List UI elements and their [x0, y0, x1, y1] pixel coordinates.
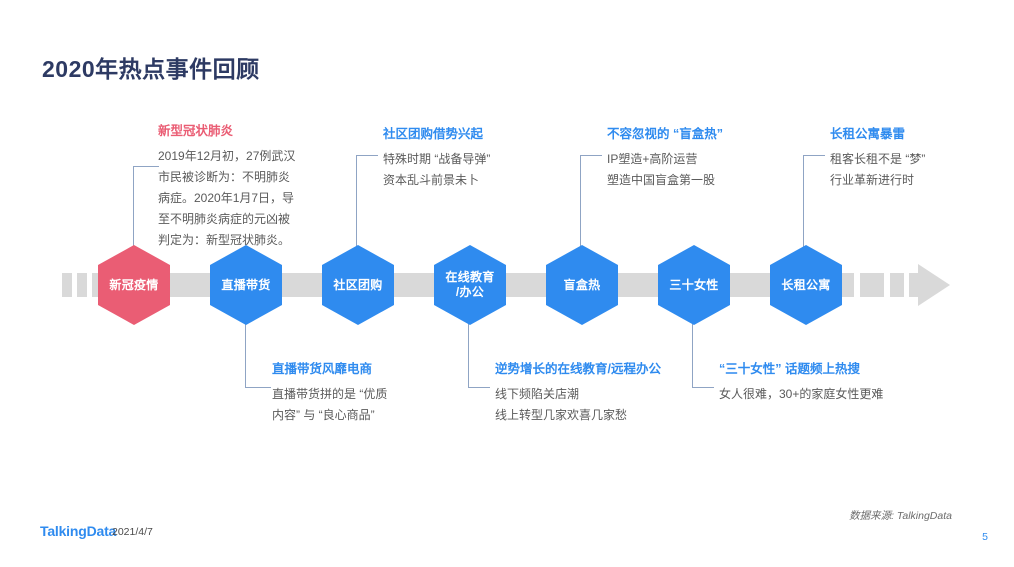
timeline-node-label: 在线教育 /办公 — [445, 270, 495, 299]
timeline-dash-segment — [77, 273, 87, 297]
timeline-node-groupbuy[interactable]: 社区团购 — [322, 245, 394, 325]
annotation-title: 不容忽视的 “盲盒热” — [607, 127, 723, 141]
connector-groupbuy — [356, 155, 378, 254]
page-number: 5 — [982, 531, 988, 543]
connector-education — [468, 320, 490, 388]
timeline-node-label: 直播带货 — [221, 277, 271, 292]
timeline-node-label: 新冠疫情 — [109, 277, 159, 292]
timeline-dash-segment — [860, 273, 884, 297]
annotation-women30: “三十女性” 话题频上热搜 女人很难，30+的家庭女性更难 — [719, 358, 883, 405]
annotation-title: 逆势增长的在线教育/远程办公 — [495, 362, 661, 376]
annotation-line: 直播带货拼的是 “优质 — [272, 387, 388, 401]
footer-date: 2021/4/7 — [112, 526, 153, 538]
page-title: 2020年热点事件回顾 — [42, 56, 260, 82]
timeline-node-covid[interactable]: 新冠疫情 — [98, 245, 170, 325]
annotation-line: IP塑造+高阶运营 — [607, 152, 698, 166]
annotation-line: 女人很难，30+的家庭女性更难 — [719, 387, 884, 401]
annotation-line: 病症。2020年1月7日，导 — [158, 191, 295, 205]
annotation-line: 行业革新进行时 — [830, 173, 915, 187]
timeline-node-education[interactable]: 在线教育 /办公 — [434, 245, 506, 325]
timeline-node-blindbox[interactable]: 盲盒热 — [546, 245, 618, 325]
annotation-title: 直播带货风靡电商 — [272, 362, 373, 376]
annotation-title: 长租公寓暴雷 — [830, 127, 906, 141]
annotation-line: 租客长租不是 “梦” — [830, 152, 926, 166]
annotation-rental: 长租公寓暴雷 租客长租不是 “梦” 行业革新进行时 — [830, 123, 925, 191]
annotation-livestream: 直播带货风靡电商 直播带货拼的是 “优质 内容” 与 “良心商品” — [272, 358, 387, 426]
connector-rental — [803, 155, 825, 254]
annotation-line: 判定为：新型冠状肺炎。 — [158, 233, 291, 247]
timeline-node-label: 盲盒热 — [563, 277, 601, 292]
annotation-education: 逆势增长的在线教育/远程办公 线下频陷关店潮 线上转型几家欢喜几家愁 — [495, 358, 661, 426]
annotation-covid: 新型冠状肺炎 2019年12月初，27例武汉 市民被诊断为：不明肺炎 病症。20… — [158, 120, 295, 251]
annotation-blindbox: 不容忽视的 “盲盒热” IP塑造+高阶运营 塑造中国盲盒第一股 — [607, 123, 723, 191]
timeline-node-label: 三十女性 — [669, 277, 719, 292]
talkingdata-logo: TalkingData — [40, 523, 117, 539]
annotation-line: 内容” 与 “良心商品” — [272, 408, 375, 422]
annotation-line: 塑造中国盲盒第一股 — [607, 173, 716, 187]
timeline-node-women30[interactable]: 三十女性 — [658, 245, 730, 325]
connector-blindbox — [580, 155, 602, 254]
annotation-line: 线上转型几家欢喜几家愁 — [495, 408, 628, 422]
annotation-title: 社区团购借势兴起 — [383, 127, 484, 141]
annotation-line: 特殊时期 “战备导弹” — [383, 152, 491, 166]
annotation-line: 2019年12月初，27例武汉 — [158, 149, 296, 163]
annotation-line: 至不明肺炎病症的元凶被 — [158, 212, 291, 226]
timeline-node-label: 长租公寓 — [781, 277, 831, 292]
annotation-title: 新型冠状肺炎 — [158, 124, 234, 138]
timeline-arrow-icon — [918, 264, 950, 306]
timeline-dash-segment — [92, 273, 102, 297]
source-note: 数据来源: TalkingData — [849, 510, 952, 522]
connector-covid — [133, 166, 159, 254]
timeline-dash-segment — [890, 273, 904, 297]
timeline-dash-segment — [62, 273, 72, 297]
annotation-line: 线下频陷关店潮 — [495, 387, 580, 401]
timeline-node-rental[interactable]: 长租公寓 — [770, 245, 842, 325]
connector-women30 — [692, 320, 714, 388]
timeline-node-livestream[interactable]: 直播带货 — [210, 245, 282, 325]
annotation-groupbuy: 社区团购借势兴起 特殊时期 “战备导弹” 资本乱斗前景未卜 — [383, 123, 490, 191]
annotation-line: 市民被诊断为：不明肺炎 — [158, 170, 291, 184]
timeline-dash-segment — [909, 273, 918, 297]
annotation-title: “三十女性” 话题频上热搜 — [719, 362, 860, 376]
connector-livestream — [245, 320, 271, 388]
timeline-node-label: 社区团购 — [333, 277, 383, 292]
annotation-line: 资本乱斗前景未卜 — [383, 173, 480, 187]
